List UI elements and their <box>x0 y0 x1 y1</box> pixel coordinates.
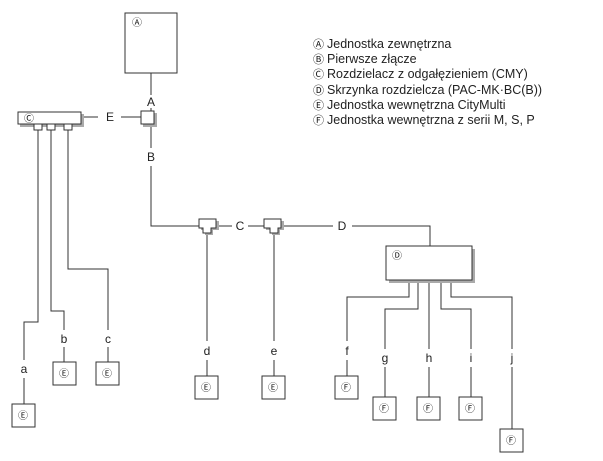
label-c: c <box>105 332 111 346</box>
legend-text: Skrzynka rozdzielcza (PAC-MK·BC(B)) <box>327 82 543 97</box>
label-C: C <box>236 219 245 233</box>
legend-symbol: Ⓔ <box>313 98 324 112</box>
label-d: d <box>204 344 211 358</box>
indoor-unit-f-h-symbol: Ⓕ <box>423 403 433 415</box>
indoor-unit-e-e: Ⓔ <box>261 375 286 400</box>
legend-symbol: Ⓑ <box>313 53 324 67</box>
pipe-j-upper <box>450 282 513 349</box>
indoor-unit-f-j: Ⓕ <box>499 428 524 453</box>
indoor-unit-e-a-symbol: Ⓔ <box>18 410 28 422</box>
label-e: e <box>271 344 278 358</box>
indoor-unit-f-i: Ⓕ <box>458 396 483 421</box>
indoor-unit-f-g: Ⓕ <box>372 396 397 421</box>
legend-text: Rozdzielacz z odgałęzieniem (CMY) <box>327 67 528 82</box>
label-f: f <box>345 344 349 358</box>
indoor-unit-e-a: Ⓔ <box>11 403 36 428</box>
label-i: i <box>470 351 473 365</box>
legend-symbol: Ⓒ <box>313 68 324 82</box>
distribution-box-symbol: Ⓓ <box>392 250 402 262</box>
label-j: j <box>510 351 514 365</box>
label-b: b <box>61 332 68 346</box>
pipe-D-right <box>352 225 431 246</box>
legend-symbol: Ⓐ <box>313 38 324 51</box>
pipe-g-upper <box>384 282 419 349</box>
indoor-unit-f-g-symbol: Ⓕ <box>379 403 389 415</box>
branch-port-b <box>46 123 56 131</box>
legend-text: Jednostka wewnętrzna CityMulti <box>327 97 506 112</box>
legend-text: Jednostka zewnętrzna <box>327 37 452 51</box>
pipe-f-upper <box>346 282 410 341</box>
branch-port-a <box>33 123 43 131</box>
branch-joint-1 <box>198 218 219 235</box>
indoor-unit-f-f-symbol: Ⓕ <box>341 382 351 394</box>
indoor-unit-e-c: Ⓔ <box>95 361 120 386</box>
label-a: a <box>21 362 28 376</box>
indoor-unit-e-d: Ⓔ <box>194 375 219 400</box>
legend-text: Pierwsze złącze <box>327 52 417 67</box>
branch-header-symbol: Ⓒ <box>24 113 34 125</box>
indoor-unit-f-f: Ⓕ <box>334 375 359 400</box>
indoor-unit-f-h: Ⓕ <box>416 396 441 421</box>
pipe-labels: A E B C D a b c d e f g h i j <box>21 95 514 376</box>
label-B: B <box>147 150 155 164</box>
legend-text: Jednostka wewnętrzna z serii M, S, P <box>327 113 535 128</box>
label-g: g <box>382 351 389 365</box>
indoor-unit-e-d-symbol: Ⓔ <box>201 382 211 394</box>
label-h: h <box>426 351 433 365</box>
pipe-B-lower <box>150 166 199 227</box>
indoor-unit-f-i-symbol: Ⓕ <box>465 403 475 415</box>
indoor-unit-e-e-symbol: Ⓔ <box>268 382 278 394</box>
pipe-lines <box>23 73 513 429</box>
outdoor-unit-symbol: Ⓐ <box>132 17 142 29</box>
pipe-i-upper <box>440 282 472 349</box>
indoor-unit-e-b-symbol: Ⓔ <box>59 368 69 380</box>
legend-symbol: Ⓕ <box>313 114 324 128</box>
branch-port-c <box>63 123 73 131</box>
outdoor-unit: Ⓐ <box>124 12 178 74</box>
indoor-unit-e-c-symbol: Ⓔ <box>102 368 112 380</box>
pipe-c-upper <box>67 130 109 330</box>
first-joint <box>140 110 157 127</box>
branch-joint-2 <box>263 218 284 235</box>
label-E: E <box>106 110 114 124</box>
pipe-b-upper <box>50 130 65 330</box>
branch-header: Ⓒ <box>17 111 84 131</box>
pipe-a-upper <box>23 130 39 360</box>
indoor-unit-f-j-symbol: Ⓕ <box>506 435 516 447</box>
distribution-box: Ⓓ <box>385 245 475 283</box>
label-A: A <box>147 95 155 109</box>
legend-symbol: Ⓓ <box>313 83 324 97</box>
indoor-unit-e-b: Ⓔ <box>52 361 77 386</box>
label-D: D <box>338 219 347 233</box>
